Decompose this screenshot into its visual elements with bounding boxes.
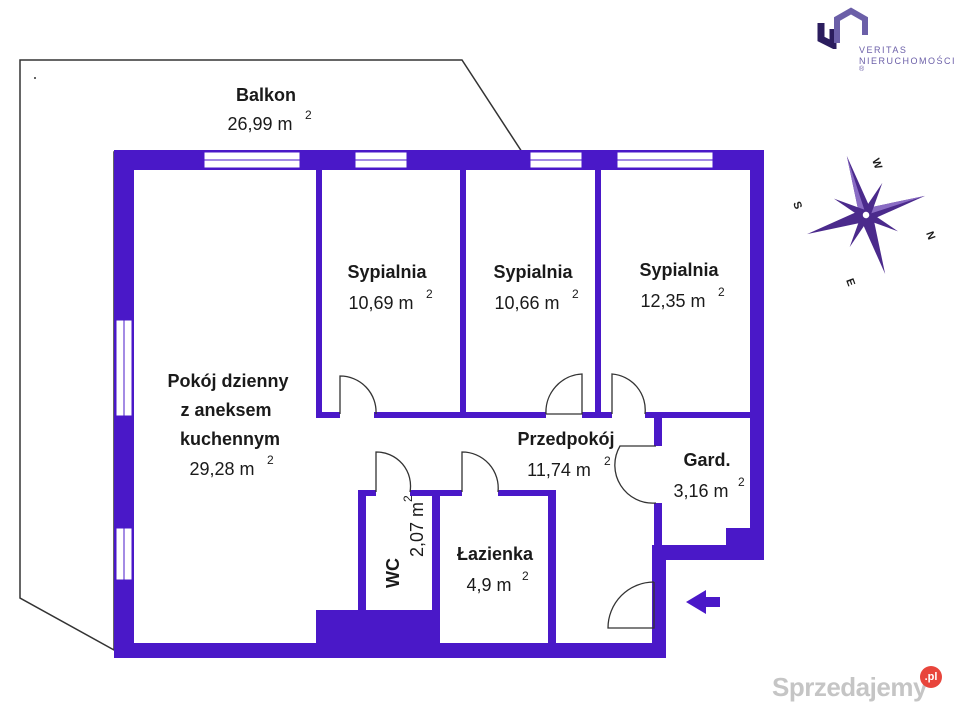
room-area: 3,16 m bbox=[673, 481, 728, 501]
room-name: Sypialnia bbox=[639, 260, 719, 280]
room-lazienka: Łazienka 4,9 m 2 bbox=[457, 544, 534, 595]
watermark-badge: .pl bbox=[920, 666, 942, 688]
room-area: 2,07 m bbox=[407, 502, 427, 557]
room-pokoj-dzienny: Pokój dzienny z aneksem kuchennym 29,28 … bbox=[167, 371, 288, 479]
compass-n: N bbox=[923, 230, 937, 242]
watermark-text: Sprzedajemy bbox=[772, 672, 927, 702]
balcony-outline bbox=[19, 59, 524, 652]
room-area: 29,28 m bbox=[189, 459, 254, 479]
room-area: 26,99 m bbox=[227, 114, 292, 134]
room-area-sup: 2 bbox=[718, 285, 725, 299]
room-sypialnia-2: Sypialnia 10,66 m 2 bbox=[493, 262, 579, 313]
room-name: Balkon bbox=[236, 85, 296, 105]
room-area: 11,74 m bbox=[527, 460, 591, 480]
room-area-sup: 2 bbox=[267, 453, 274, 467]
room-area-sup: 2 bbox=[572, 287, 579, 301]
window-glass-lines bbox=[123, 159, 713, 580]
room-name: Przedpokój bbox=[517, 429, 614, 449]
room-wc: WC 2,07 m 2 bbox=[383, 495, 427, 588]
room-name-line2: z aneksem bbox=[180, 400, 271, 420]
logo-reg: ® bbox=[859, 66, 866, 73]
room-area: 10,66 m bbox=[494, 293, 559, 313]
room-name-line1: Pokój dzienny bbox=[167, 371, 288, 391]
room-balkon: Balkon 26,99 m 2 bbox=[227, 85, 312, 134]
room-area-sup: 2 bbox=[522, 569, 529, 583]
veritas-logo-icon bbox=[817, 7, 868, 51]
room-name-line3: kuchennym bbox=[180, 429, 280, 449]
walls bbox=[114, 150, 764, 658]
veritas-logo: VERITAS NIERUCHOMOŚCI ® bbox=[815, 5, 955, 75]
room-area-sup: 2 bbox=[401, 495, 415, 502]
compass-rose bbox=[807, 156, 925, 274]
compass-w: W bbox=[869, 157, 884, 171]
room-name: WC bbox=[383, 558, 403, 588]
room-area: 10,69 m bbox=[348, 293, 413, 313]
room-area-sup: 2 bbox=[738, 475, 745, 489]
room-name: Łazienka bbox=[457, 544, 534, 564]
room-area: 12,35 m bbox=[640, 291, 705, 311]
room-name: Gard. bbox=[683, 450, 730, 470]
room-area-sup: 2 bbox=[604, 454, 611, 468]
balcony-dot bbox=[34, 77, 36, 79]
room-sypialnia-3: Sypialnia 12,35 m 2 bbox=[639, 260, 725, 311]
room-area-sup: 2 bbox=[426, 287, 433, 301]
logo-line2: NIERUCHOMOŚCI ® bbox=[859, 56, 956, 76]
room-sypialnia-1: Sypialnia 10,69 m 2 bbox=[347, 262, 433, 313]
room-area: 4,9 m bbox=[466, 575, 511, 595]
compass-s: S bbox=[790, 200, 804, 211]
doors bbox=[339, 373, 657, 629]
entrance-arrow bbox=[686, 590, 720, 614]
room-area-sup: 2 bbox=[305, 108, 312, 122]
room-name: Sypialnia bbox=[347, 262, 427, 282]
compass-e: E bbox=[843, 277, 857, 288]
room-name: Sypialnia bbox=[493, 262, 573, 282]
logo-line2-text: NIERUCHOMOŚCI bbox=[859, 56, 957, 66]
watermark: Sprzedajemy .pl bbox=[768, 666, 948, 708]
room-przedpokoj: Przedpokój 11,74 m 2 bbox=[517, 429, 614, 480]
room-gard: Gard. 3,16 m 2 bbox=[673, 450, 745, 501]
logo-line1: VERITAS bbox=[859, 45, 908, 55]
